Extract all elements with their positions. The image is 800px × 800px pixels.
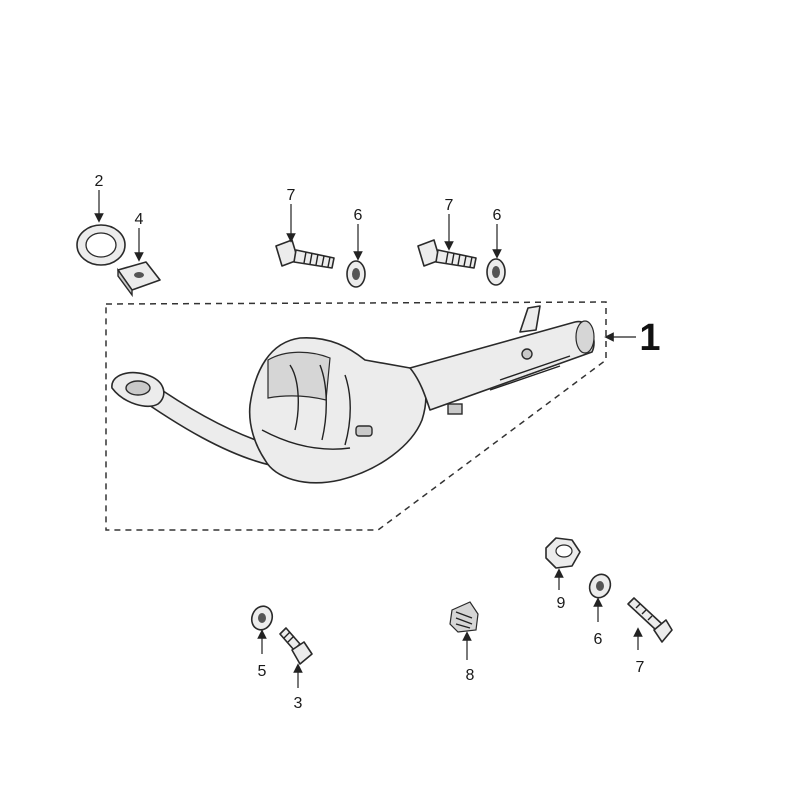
callout-2-label: 2 — [95, 173, 104, 190]
bolt-left[interactable]: 3 — [279, 627, 313, 712]
callout-8-label: 8 — [466, 667, 475, 684]
callout-7-top-a-label: 7 — [287, 187, 296, 204]
gasket-ring[interactable]: 2 — [76, 173, 126, 266]
heat-pad[interactable]: 8 — [449, 601, 479, 684]
callout-9-label: 9 — [557, 595, 566, 612]
bolt-top-b[interactable]: 7 — [417, 197, 477, 269]
washer-top-a[interactable]: 6 — [346, 207, 366, 288]
callout-6-top-a-label: 6 — [354, 207, 363, 224]
callout-3-label: 3 — [294, 695, 303, 712]
clip-nut[interactable]: 4 — [117, 211, 161, 298]
callout-4-label: 4 — [135, 211, 144, 228]
bolt-right[interactable]: 7 — [627, 597, 673, 676]
callout-5-label: 5 — [258, 663, 267, 680]
washer-top-b[interactable]: 6 — [486, 207, 506, 286]
callout-1[interactable]: 1 — [604, 317, 661, 359]
callout-6-top-b-label: 6 — [493, 207, 502, 224]
washer-right[interactable]: 6 — [586, 571, 614, 648]
callout-6-right-label: 6 — [594, 631, 603, 648]
washer-left[interactable]: 5 — [248, 603, 275, 680]
callout-7-right-label: 7 — [636, 659, 645, 676]
callout-7-top-b-label: 7 — [445, 197, 454, 214]
exhaust-assembly[interactable] — [111, 305, 595, 484]
callout-1-label: 1 — [639, 317, 660, 359]
bolt-top-a[interactable]: 7 — [275, 187, 335, 269]
hex-nut[interactable]: 9 — [545, 537, 581, 612]
